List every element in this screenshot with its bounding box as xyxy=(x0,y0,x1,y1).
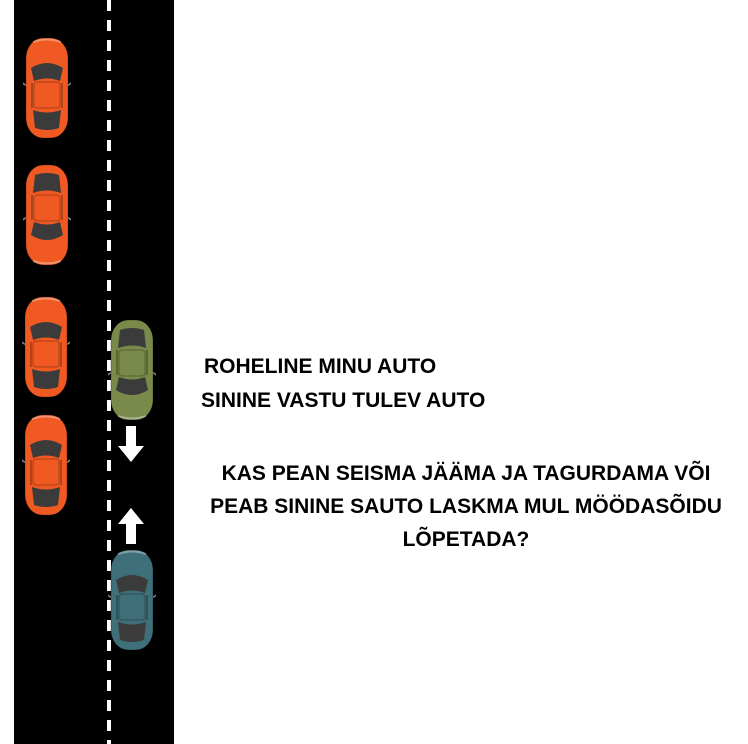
parked-car-4 xyxy=(22,413,70,517)
parked-car-3 xyxy=(22,295,70,399)
legend-green-car: ROHELINE MINU AUTO xyxy=(204,355,437,378)
oncoming-car-blue xyxy=(108,548,156,652)
arrow-down-icon xyxy=(118,426,144,462)
question-line-1: KAS PEAN SEISMA JÄÄMA JA TAGURDAMA VÕI xyxy=(221,462,711,485)
arrow-up-icon xyxy=(118,508,144,544)
lane-divider-line xyxy=(107,0,111,744)
question-text: KAS PEAN SEISMA JÄÄMA JA TAGURDAMA VÕI P… xyxy=(196,457,736,556)
parked-car-1 xyxy=(23,36,71,140)
question-line-2: PEAB SININE SAUTO LASKMA MUL MÖÖDASÕIDU xyxy=(210,495,722,518)
question-line-3: LÕPETADA? xyxy=(402,528,530,551)
legend-blue-car: SININE VASTU TULEV AUTO xyxy=(201,389,486,412)
parked-car-2 xyxy=(23,163,71,267)
my-car-green xyxy=(108,318,156,422)
